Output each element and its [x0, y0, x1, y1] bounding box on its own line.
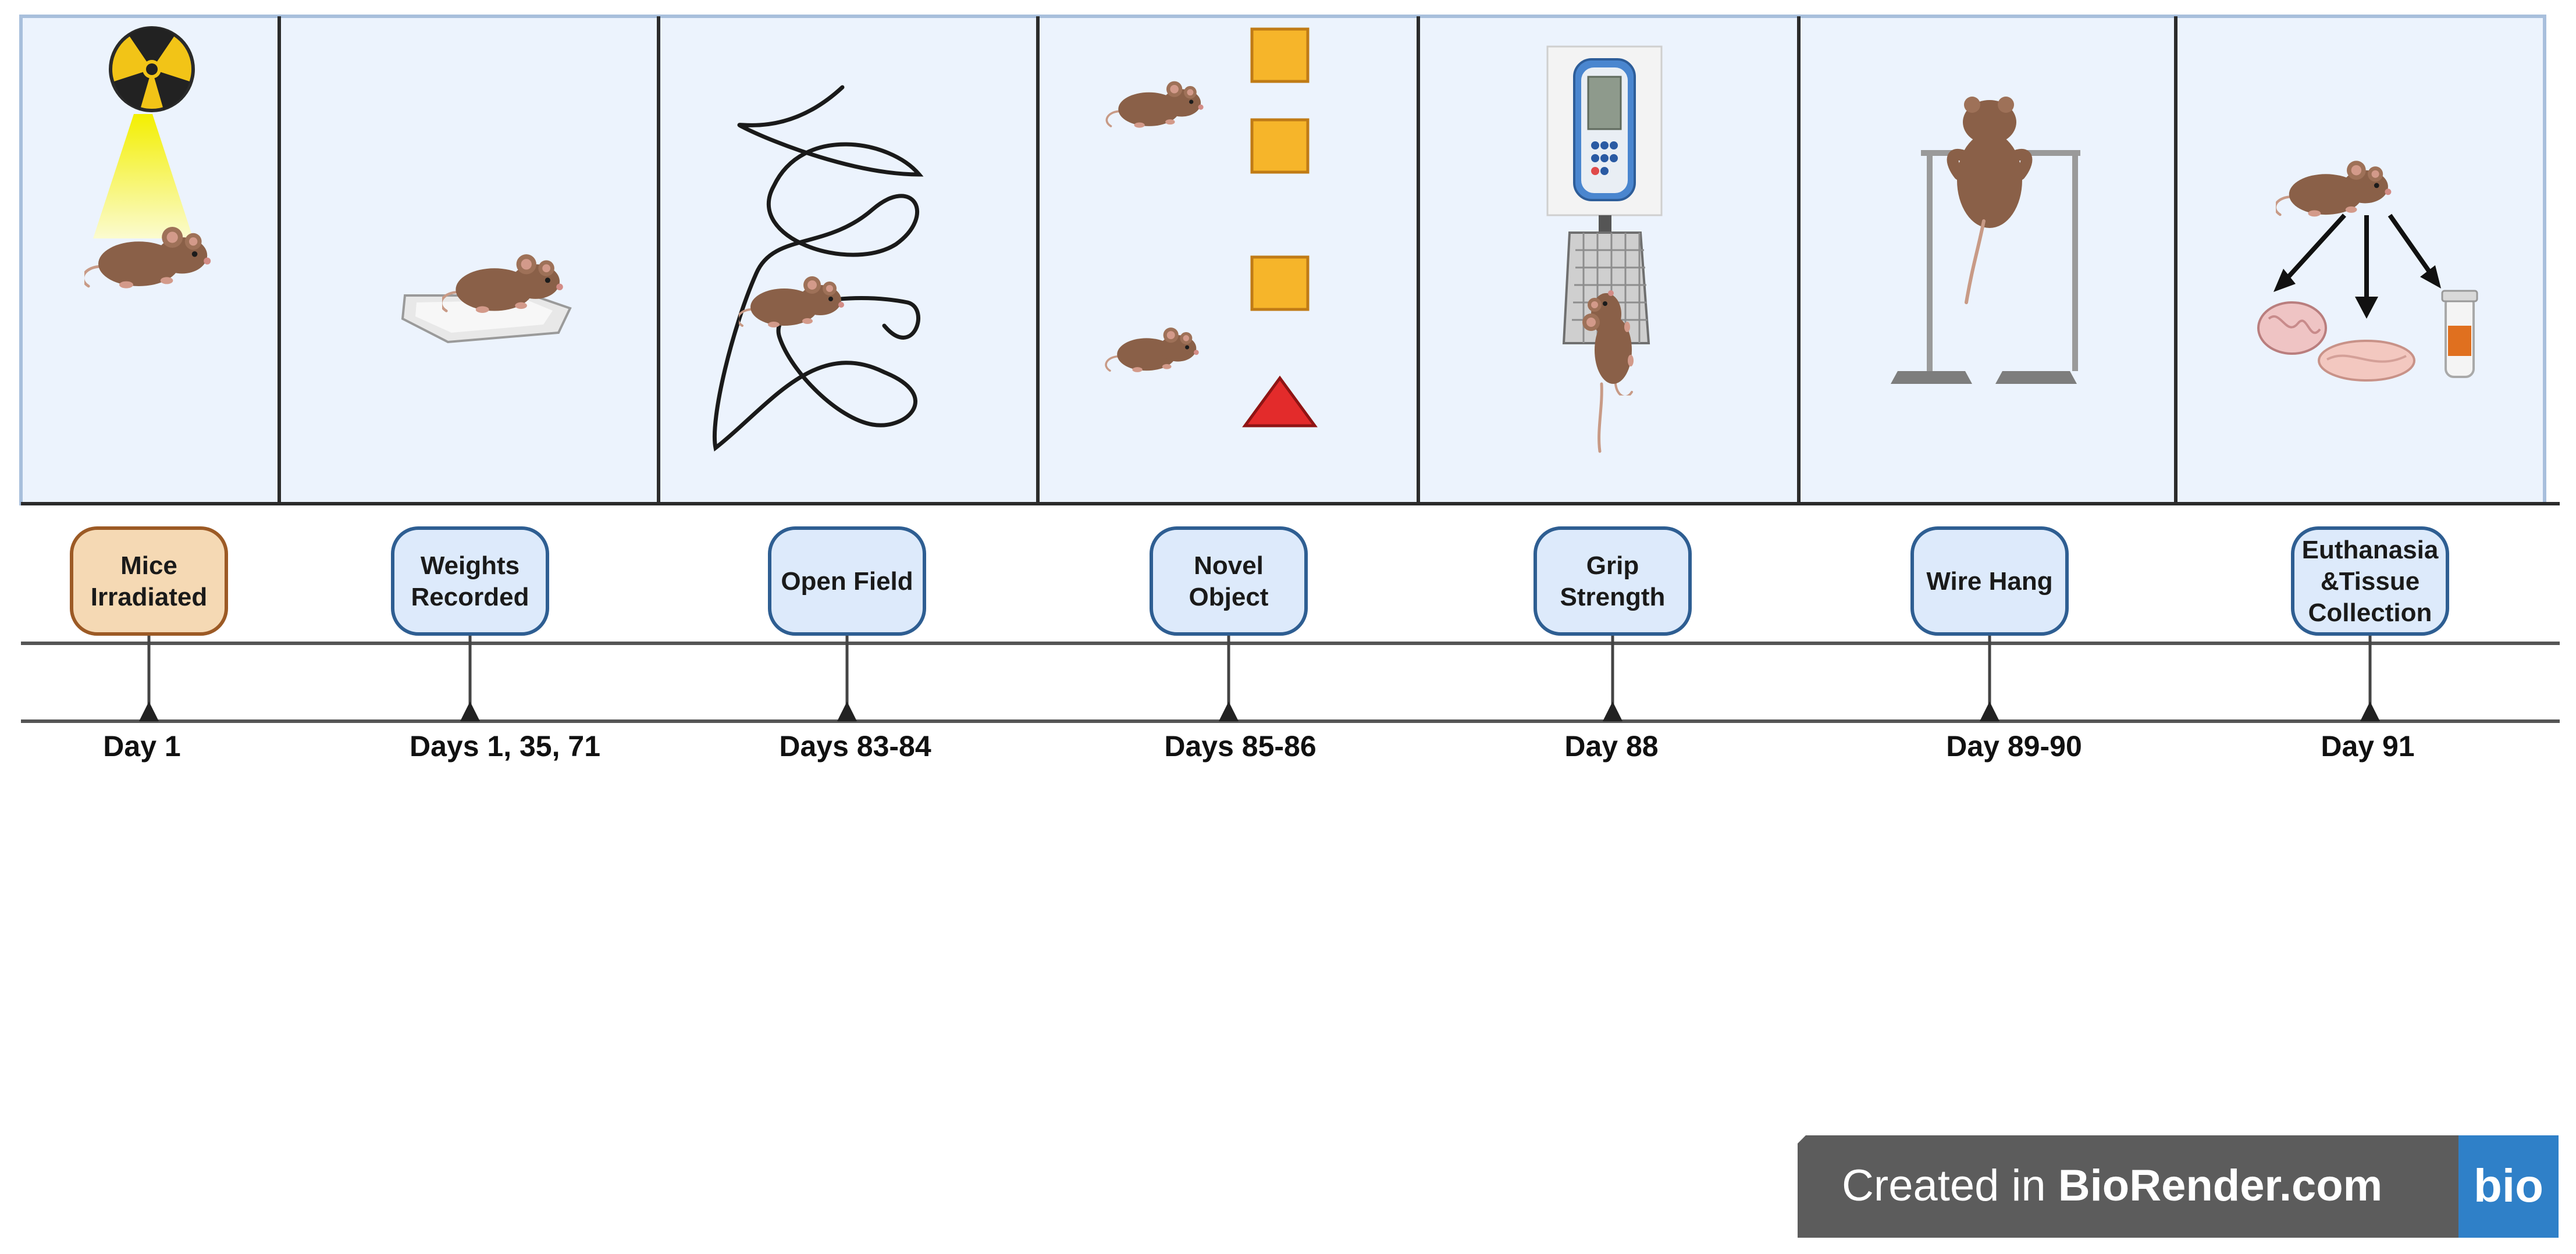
step-label-line: Grip — [1586, 551, 1639, 580]
familiar-object-square — [1250, 255, 1310, 311]
step-label-line: Collection — [2308, 598, 2432, 627]
badge-brand: BioRender.com — [2058, 1161, 2382, 1210]
illustration-panel-2 — [279, 16, 659, 504]
illustration-panel-4 — [1038, 16, 1418, 504]
step-label-line: Irradiated — [91, 583, 208, 611]
step-day-label: Days 1, 35, 71 — [410, 730, 600, 763]
step-box — [2291, 526, 2449, 636]
step-label-line: Object — [1189, 583, 1269, 611]
step-day-label: Day 88 — [1564, 730, 1658, 763]
step-label-line: Recorded — [411, 583, 529, 611]
step-day-label: Days 83-84 — [779, 730, 931, 763]
step-marker — [1603, 701, 1623, 721]
illustration-novel-object-test — [1106, 27, 1318, 428]
illustration-tissue-collection — [2257, 161, 2478, 382]
illustration-grip-strength-meter — [1546, 45, 1663, 453]
illustration-wire-hang-apparatus — [1891, 97, 2080, 384]
step-label-line: Euthanasia — [2302, 536, 2439, 564]
blood-vial-icon — [2441, 290, 2478, 378]
step-box — [1533, 526, 1692, 636]
step-day-label: Days 85-86 — [1164, 730, 1316, 763]
open-field-path — [712, 85, 924, 452]
biorender-badge[interactable]: Created in BioRender.com bio — [1798, 1135, 2559, 1238]
step-marker — [2360, 701, 2380, 721]
step-label-line: Novel — [1194, 551, 1264, 580]
illustration-open-field-track — [712, 85, 924, 452]
illustration-irradiated-mouse — [83, 26, 211, 288]
biorender-logo-icon: bio — [2474, 1160, 2543, 1212]
radiation-beam — [93, 114, 193, 238]
step-label-line: Open Field — [781, 567, 913, 596]
step-label-line: Strength — [1560, 583, 1666, 611]
familiar-object-square — [1250, 27, 1310, 83]
step-marker — [1980, 701, 1999, 721]
step-marker — [139, 701, 159, 721]
brain-icon — [2257, 301, 2327, 355]
step-box — [70, 526, 228, 636]
step-box — [768, 526, 926, 636]
badge-prefix: Created in — [1842, 1161, 2058, 1210]
grip-grid — [1562, 231, 1650, 344]
step-marker — [460, 701, 480, 721]
step-box — [391, 526, 549, 636]
step-box — [1150, 526, 1308, 636]
familiar-object-square — [1250, 118, 1310, 174]
step-label-line: &Tissue — [2321, 567, 2420, 596]
illustration-panel-7 — [2176, 16, 2545, 504]
step-marker — [837, 701, 857, 721]
radiation-icon — [109, 26, 195, 112]
svg-text:Created in BioRender.com: Created in BioRender.com — [1842, 1161, 2382, 1210]
illustration-panel-3 — [659, 16, 1038, 504]
step-day-label: Day 89-90 — [1946, 730, 2082, 763]
step-day-label: Day 91 — [2321, 730, 2414, 763]
step-box — [1910, 526, 2069, 636]
novel-object-triangle — [1242, 375, 1318, 428]
illustration-panel-6 — [1799, 16, 2176, 504]
step-day-label: Day 1 — [103, 730, 180, 763]
step-marker — [1219, 701, 1239, 721]
step-label-line: Weights — [421, 551, 520, 580]
step-label-line: Wire Hang — [1926, 567, 2052, 596]
illustration-mouse-on-scale — [401, 254, 572, 344]
step-label-line: Mice — [120, 551, 177, 580]
tissue-icon — [2318, 340, 2415, 382]
